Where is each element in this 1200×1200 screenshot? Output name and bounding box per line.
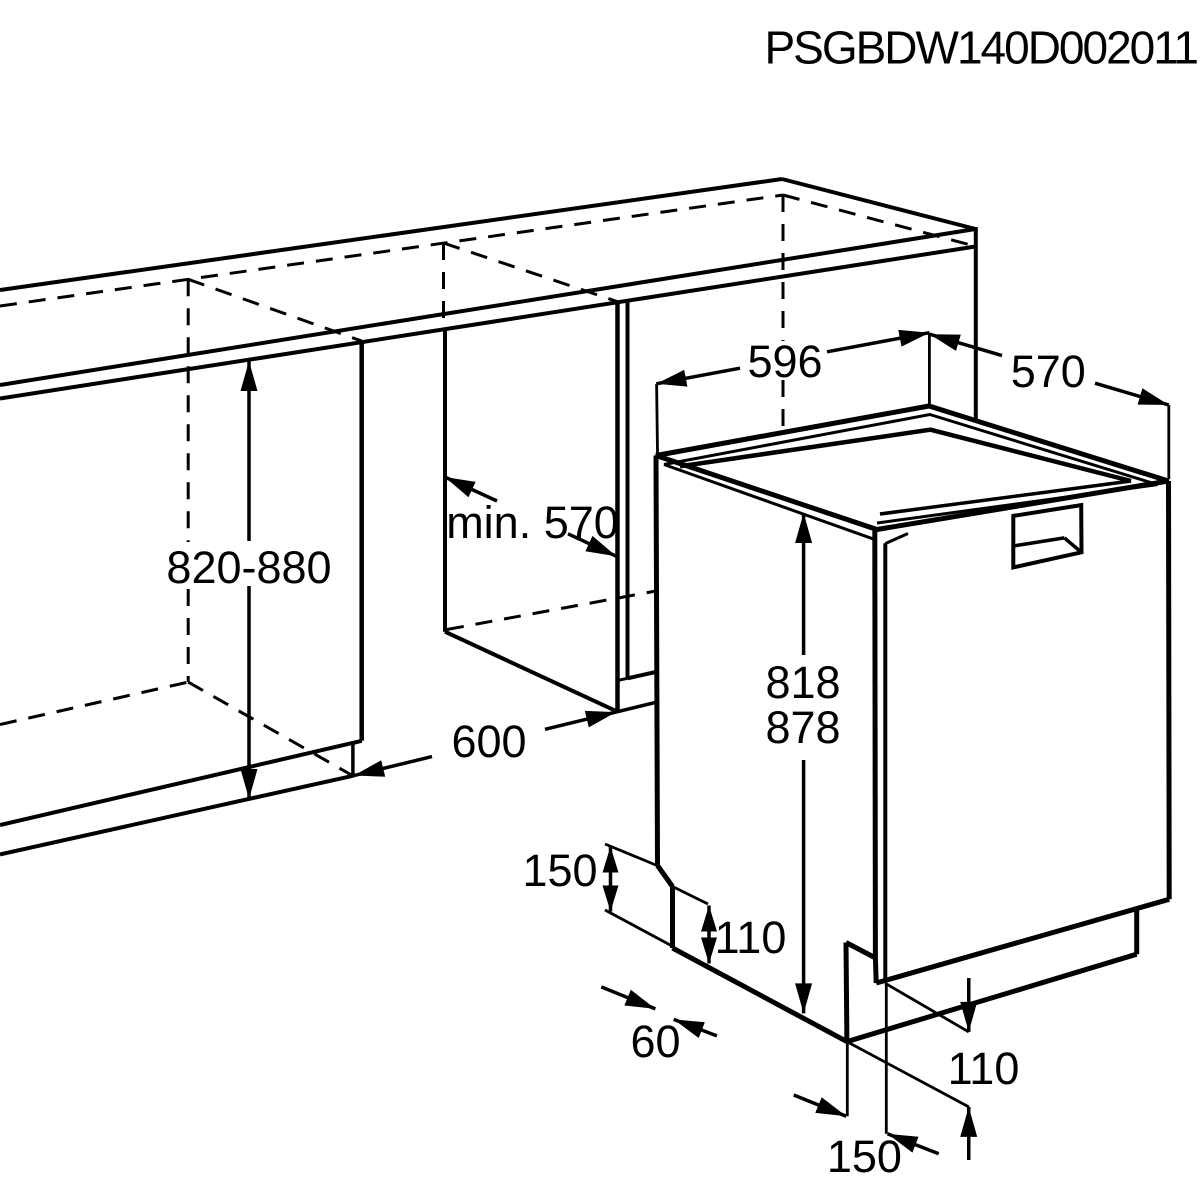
svg-text:110: 110 xyxy=(948,1043,1020,1094)
svg-text:PSGBDW140D002011: PSGBDW140D002011 xyxy=(764,22,1197,74)
svg-text:150: 150 xyxy=(522,845,597,896)
svg-text:110: 110 xyxy=(715,912,787,963)
svg-text:596: 596 xyxy=(747,336,822,387)
svg-text:570: 570 xyxy=(1011,346,1086,397)
svg-text:600: 600 xyxy=(451,716,526,767)
svg-text:150: 150 xyxy=(827,1131,902,1182)
svg-text:60: 60 xyxy=(630,1016,680,1067)
svg-text:878: 878 xyxy=(765,702,840,753)
svg-text:820-880: 820-880 xyxy=(166,542,331,593)
svg-text:818: 818 xyxy=(765,657,840,708)
svg-text:min. 570: min. 570 xyxy=(446,497,619,548)
